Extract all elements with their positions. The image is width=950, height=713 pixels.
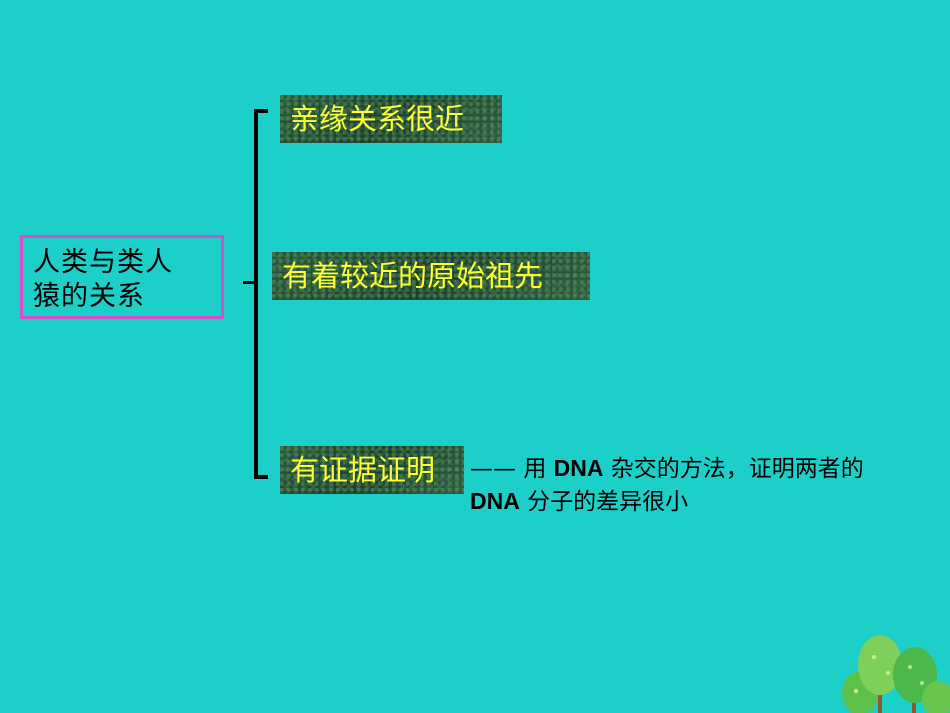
- branch-box-evidence: 有证据证明: [280, 446, 464, 494]
- connector-root-stub: [243, 281, 257, 284]
- branch-label: 亲缘关系很近: [290, 102, 465, 136]
- root-line-1: 人类与类人: [33, 247, 173, 278]
- trees-icon: [842, 635, 950, 713]
- root-line-2: 猿的关系: [33, 281, 145, 312]
- note-dna-2: DNA: [470, 488, 520, 514]
- bracket-tick-bottom: [254, 475, 268, 479]
- branch-label: 有证据证明: [290, 453, 436, 487]
- branch-label: 有着较近的原始祖先: [282, 259, 544, 293]
- evidence-note: —— 用 DNA 杂交的方法，证明两者的 DNA 分子的差异很小: [470, 452, 870, 518]
- note-dna-1: DNA: [553, 455, 604, 481]
- root-concept-box: 人类与类人 猿的关系: [20, 235, 224, 319]
- note-text-3: 分子的差异很小: [527, 489, 689, 515]
- note-text-2: 杂交的方法，证明两者的: [610, 456, 864, 482]
- bracket-vertical-line: [254, 109, 258, 479]
- note-dash: ——: [470, 456, 516, 482]
- branch-box-close-relation: 亲缘关系很近: [280, 95, 502, 143]
- bracket-tick-top: [254, 109, 268, 113]
- branch-box-common-ancestor: 有着较近的原始祖先: [272, 252, 590, 300]
- note-text-1: 用: [523, 456, 547, 482]
